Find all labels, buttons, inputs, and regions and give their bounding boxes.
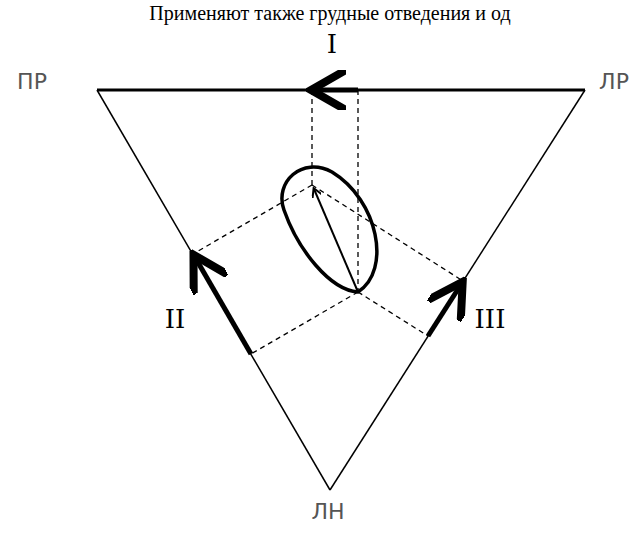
lead-axis — [330, 90, 585, 490]
vector-loop — [282, 167, 377, 292]
electrode-label: ЛР — [599, 70, 629, 94]
lead-projection-arrow — [428, 286, 460, 336]
lead-axis — [97, 89, 585, 92]
lead-number: III — [475, 305, 506, 334]
electric-axis-vector — [314, 189, 358, 292]
lead-number: I — [327, 30, 337, 59]
lead-axis — [97, 90, 330, 490]
lead-projection-arrow — [316, 88, 358, 93]
electrode-label: ПР — [17, 70, 47, 94]
note-text: Применяют также грудные отведения и од — [149, 2, 510, 24]
lead-projection-arrow — [196, 259, 251, 354]
electrode-label: ЛН — [311, 500, 344, 524]
projection-lines — [193, 90, 463, 354]
lead-number: II — [165, 305, 186, 334]
